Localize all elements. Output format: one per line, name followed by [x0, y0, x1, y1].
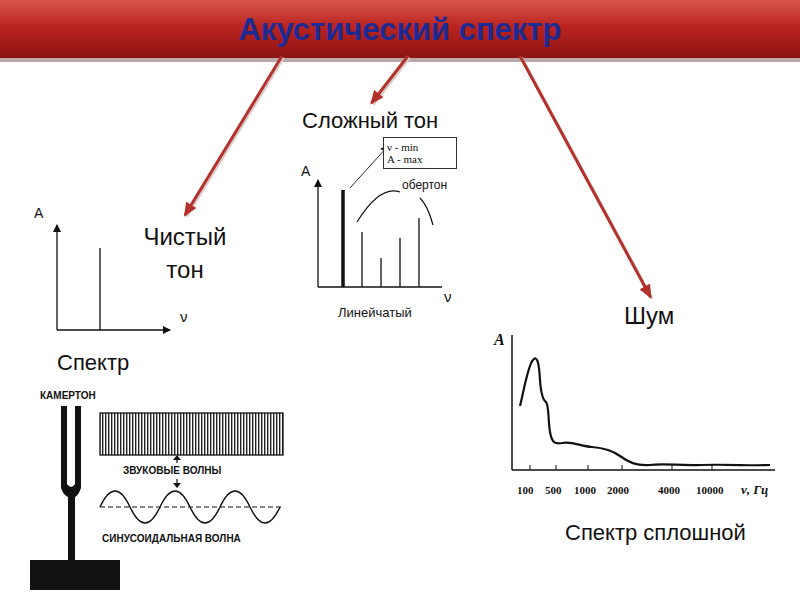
tick-label: 500	[545, 484, 562, 496]
part-name: СИНУСОИДАЛЬНАЯ ВОЛНА	[102, 533, 241, 544]
axis-label: A	[34, 205, 43, 221]
axis-label: A	[301, 163, 310, 179]
band-shadow	[0, 58, 800, 62]
section-label: Спектр	[57, 350, 129, 376]
axis-label: A	[494, 331, 505, 349]
part-name: ЗВУКОВЫЕ ВОЛНЫ	[122, 465, 222, 476]
tick-label: 2000	[607, 484, 629, 496]
tick-label: 4000	[658, 484, 680, 496]
axis-label: ν, Гц	[741, 482, 768, 498]
spectrum-type-label: Линейчатый	[338, 305, 412, 320]
connector-line	[520, 56, 651, 297]
overtone-label: обертон	[402, 178, 447, 192]
node-text: A - max	[387, 153, 453, 165]
tick-label: 1000	[574, 484, 596, 496]
axis-label: ν	[444, 288, 452, 305]
pure-tone-heading: Чистый тон	[130, 218, 240, 288]
node-text: Сложный тон	[302, 108, 441, 134]
arrow-connector	[372, 56, 410, 105]
connector-shadow	[373, 58, 410, 105]
title-band	[0, 0, 800, 58]
connector-line	[372, 56, 409, 103]
connector-line	[185, 56, 282, 215]
callout-box: ν - minA - max	[383, 137, 457, 169]
arrow-connector	[185, 56, 284, 217]
arrow-connector	[520, 56, 652, 299]
title-banner: Акустический спектр	[0, 0, 800, 60]
sine-wave	[100, 491, 280, 523]
noise-spectrum-graph	[512, 335, 775, 470]
tick-label: 10000	[696, 484, 724, 496]
tick-label: 100	[517, 484, 534, 496]
node-text: Шум	[624, 302, 677, 330]
part-name: КАМЕРТОН	[40, 390, 96, 401]
wave-axis	[100, 507, 283, 508]
node-text: Акустический спектр	[12, 12, 788, 48]
node-text: Чистый тон	[132, 220, 238, 286]
noise-heading: Шум	[622, 300, 679, 332]
connector-shadow	[187, 58, 284, 217]
axis-label: ν	[180, 308, 188, 325]
section-label: Спектр сплошной	[565, 520, 746, 546]
complex-tone-heading: Сложный тон	[300, 106, 443, 136]
sound-waves	[100, 413, 283, 455]
node-text: ν - min	[387, 141, 453, 153]
